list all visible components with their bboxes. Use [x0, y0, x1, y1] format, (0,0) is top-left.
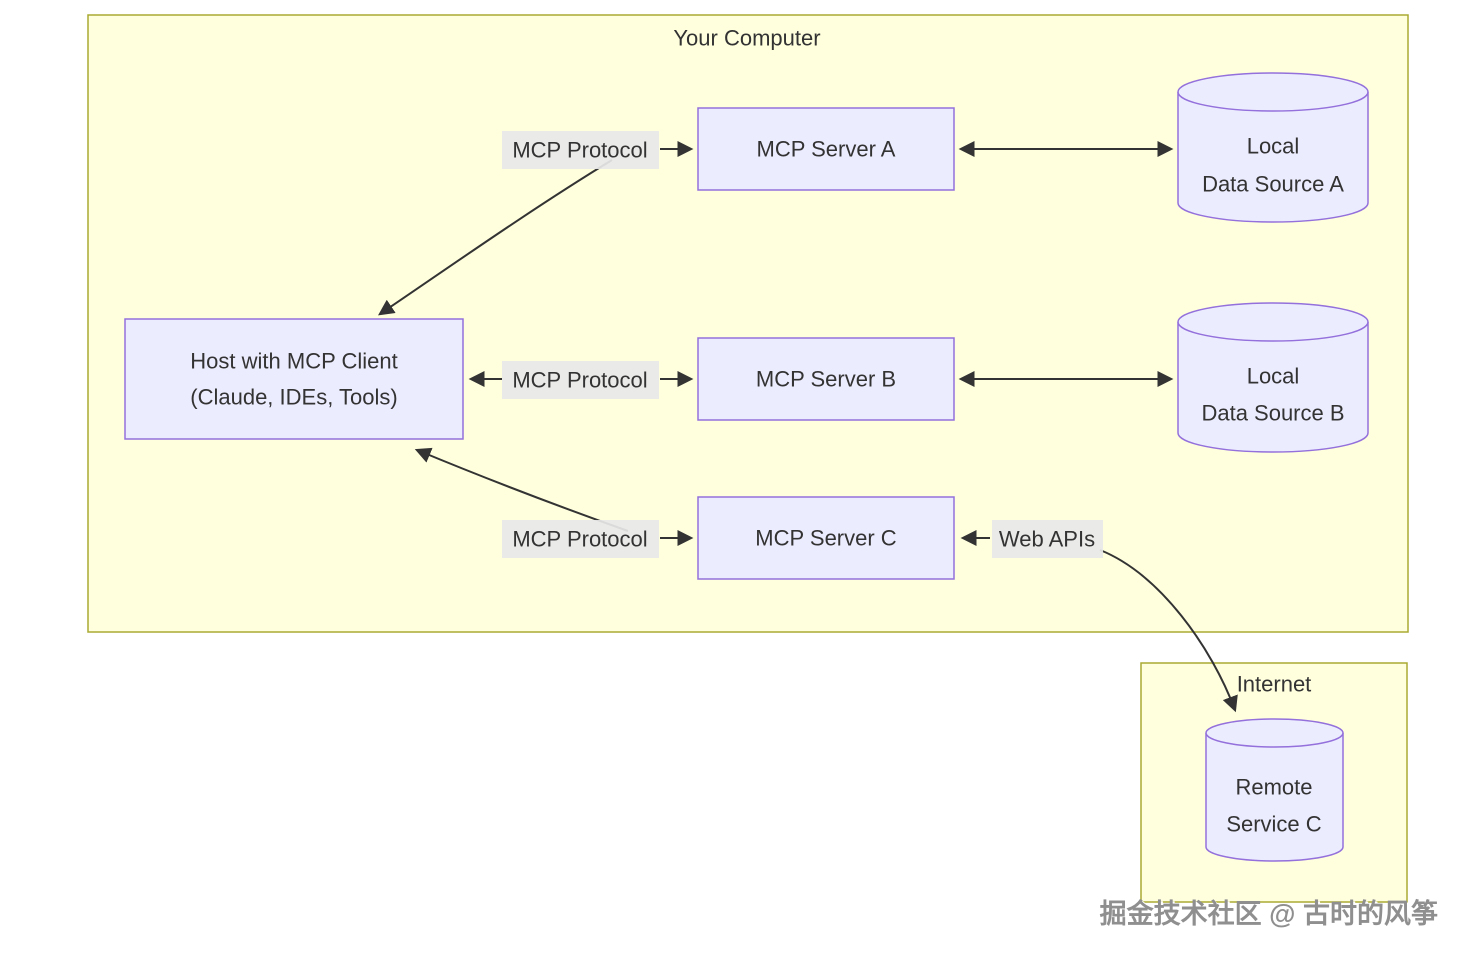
data-source-b-label-line1: Local	[1247, 364, 1300, 389]
edge-label-bg	[992, 520, 1103, 558]
host-box	[124, 318, 464, 440]
edge-label-protocol-a: MCP Protocol	[502, 131, 659, 169]
server-a-box	[697, 107, 955, 191]
edge-label-bg	[502, 361, 659, 399]
data-source-b-cylinder	[1177, 302, 1369, 453]
data-source-a-cylinder	[1177, 72, 1369, 223]
edge-label-text: MCP Protocol	[512, 138, 647, 163]
edge-label-text: Web APIs	[999, 527, 1095, 552]
edge-web-apis-to-remote-service	[1099, 549, 1238, 713]
node-remote-service-c: Remote Service C	[1205, 718, 1344, 862]
watermark-shadow: 掘金技术社区 @ 古时的风筝	[1102, 900, 1440, 931]
edge-label-web-apis: Web APIs	[992, 520, 1103, 558]
node-mcp-server-a: MCP Server A	[697, 107, 955, 191]
watermark: 掘金技术社区 @ 古时的风筝	[1100, 898, 1438, 929]
internet-title: Internet	[1237, 672, 1312, 697]
edge-label-protocol-c: MCP Protocol	[502, 520, 659, 558]
remote-service-c-label-line2: Service C	[1226, 812, 1321, 837]
server-b-box	[697, 337, 955, 421]
node-local-data-source-a: Local Data Source A	[1177, 72, 1369, 223]
data-source-a-cylinder-lid	[1177, 91, 1369, 112]
your-computer-title: Your Computer	[673, 26, 820, 51]
edge-label-bg	[502, 520, 659, 558]
edge-label-text: MCP Protocol	[512, 368, 647, 393]
node-mcp-server-b: MCP Server B	[697, 337, 955, 421]
server-a-label: MCP Server A	[757, 137, 896, 162]
edge-label-bg	[502, 131, 659, 169]
edge-label-text: MCP Protocol	[512, 527, 647, 552]
edge-protocol-a-to-host	[378, 159, 613, 316]
server-c-box	[697, 496, 955, 580]
node-host: Host with MCP Client (Claude, IDEs, Tool…	[124, 318, 464, 440]
node-mcp-server-c: MCP Server C	[697, 496, 955, 580]
data-source-b-cylinder-lid	[1177, 321, 1369, 342]
host-label-line2: (Claude, IDEs, Tools)	[190, 385, 397, 410]
edge-label-protocol-b: MCP Protocol	[502, 361, 659, 399]
data-source-a-label-line2: Data Source A	[1202, 172, 1344, 197]
host-label-line1: Host with MCP Client	[190, 349, 397, 374]
data-source-b-label-line2: Data Source B	[1201, 401, 1344, 426]
remote-service-c-label-line1: Remote	[1235, 775, 1312, 800]
node-local-data-source-b: Local Data Source B	[1177, 302, 1369, 453]
remote-service-c-cylinder-lid	[1205, 732, 1344, 748]
remote-service-c-cylinder	[1205, 718, 1344, 862]
data-source-a-label-line1: Local	[1247, 134, 1300, 159]
server-c-label: MCP Server C	[755, 526, 897, 551]
server-b-label: MCP Server B	[756, 367, 896, 392]
